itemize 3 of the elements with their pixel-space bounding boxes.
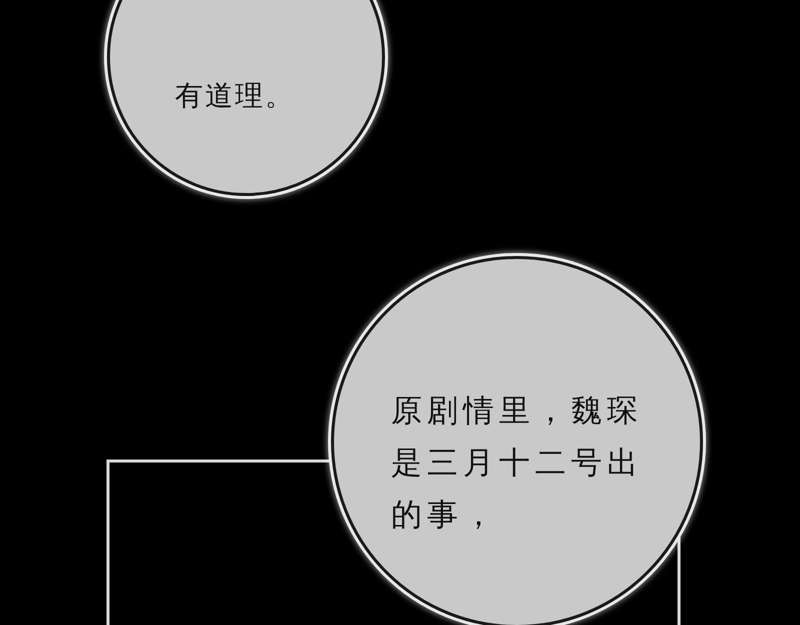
dialogue-text: 有道理。 bbox=[175, 78, 296, 114]
dialogue-text: 原剧情里，魏琛是三月十二号出的事， bbox=[391, 392, 644, 535]
speech-bubble bbox=[107, 0, 385, 196]
